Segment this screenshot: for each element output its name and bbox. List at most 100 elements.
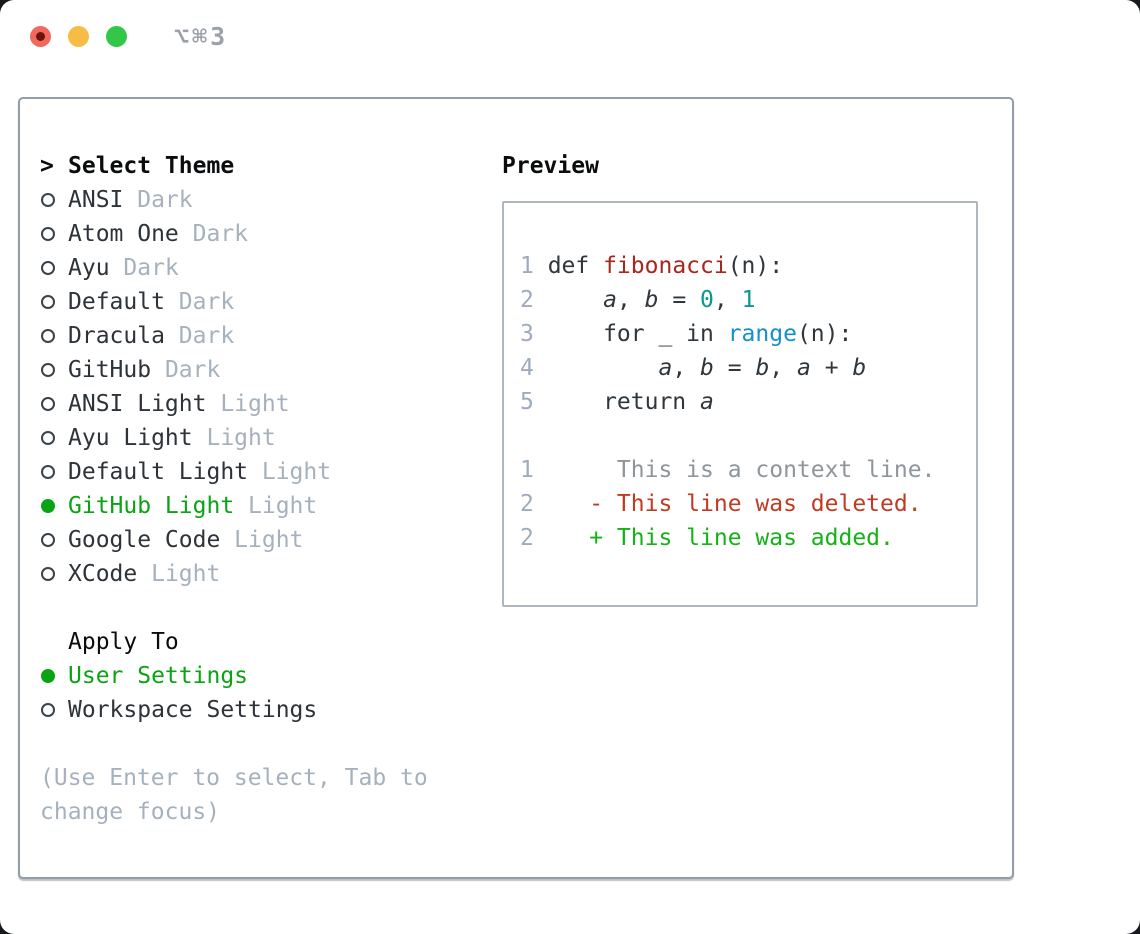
radio-icon — [41, 431, 55, 445]
theme-option[interactable]: Ayu Light Light — [40, 421, 502, 455]
preview-line: 1 This is a context line. — [520, 453, 976, 487]
apply-option[interactable]: Workspace Settings — [40, 693, 502, 727]
line-number: 2 — [520, 287, 534, 313]
option-label: Dracula — [68, 323, 165, 349]
radio-icon — [41, 465, 55, 479]
radio-icon — [41, 329, 55, 343]
preview-line: 4 a, b = b, a + b — [520, 351, 976, 385]
radio-icon — [41, 567, 55, 581]
window-shortcut-label: ⌥⌘3 — [174, 21, 229, 51]
zoom-button[interactable] — [106, 25, 127, 47]
option-variant-label: Light — [151, 561, 221, 587]
preview-line: 2 + This line was added. — [520, 521, 976, 555]
help-text: (Use Enter to select, Tab to change focu… — [40, 765, 428, 825]
close-button[interactable] — [30, 25, 51, 47]
line-content: a, b = b, a + b — [658, 355, 867, 381]
apply-option[interactable]: User Settings — [40, 659, 502, 693]
close-dot-icon — [36, 31, 45, 41]
prompt-icon: > — [40, 153, 54, 179]
apply-to-header: Apply To — [40, 625, 502, 659]
option-label: Google Code — [68, 527, 221, 553]
option-label: Atom One — [68, 221, 179, 247]
preview-title: Preview — [502, 153, 599, 179]
radio-icon — [41, 261, 55, 275]
radio-icon — [41, 227, 55, 241]
option-label: Ayu Light — [68, 425, 193, 451]
radio-icon — [41, 363, 55, 377]
line-content: return a — [547, 389, 714, 415]
theme-option[interactable]: GitHub Light Light — [40, 489, 502, 523]
line-number: 1 — [520, 457, 534, 483]
minimize-button[interactable] — [68, 25, 89, 47]
radio-icon — [41, 703, 55, 717]
preview-line: 3 for _ in range(n): — [520, 317, 976, 351]
line-content: + This line was added. — [547, 525, 894, 551]
line-number: 3 — [520, 321, 534, 347]
option-label: Ayu — [68, 255, 110, 281]
theme-option[interactable]: Default Dark — [40, 285, 502, 319]
line-content: def fibonacci(n): — [547, 253, 784, 279]
option-variant-label: Light — [220, 391, 290, 417]
option-label: ANSI Light — [68, 391, 207, 417]
line-content: for _ in range(n): — [547, 321, 853, 347]
option-label: XCode — [68, 561, 138, 587]
line-number: 4 — [520, 355, 534, 381]
theme-option[interactable]: Default Light Light — [40, 455, 502, 489]
line-content: This is a context line. — [547, 457, 936, 483]
line-number: 1 — [520, 253, 534, 279]
preview-line — [520, 419, 976, 453]
radio-icon — [41, 193, 55, 207]
option-variant-label: Light — [234, 527, 304, 553]
option-variant-label: Dark — [164, 357, 221, 383]
theme-option[interactable]: XCode Light — [40, 557, 502, 591]
option-variant-label: Light — [261, 459, 332, 485]
radio-icon — [41, 397, 55, 411]
option-label: Workspace Settings — [68, 697, 318, 723]
preview-line: 1 def fibonacci(n): — [520, 249, 976, 283]
option-label: GitHub — [68, 357, 152, 383]
line-number: 2 — [520, 491, 534, 517]
theme-option[interactable]: Ayu Dark — [40, 251, 502, 285]
theme-option[interactable]: GitHub Dark — [40, 353, 502, 387]
line-number: 2 — [520, 525, 534, 551]
theme-option[interactable]: Atom One Dark — [40, 217, 502, 251]
list-title: Select Theme — [68, 153, 235, 179]
radio-selected-icon — [41, 499, 55, 513]
line-content: a, b = 0, 1 — [603, 287, 756, 313]
apply-to-title: Apply To — [68, 629, 179, 655]
option-label: ANSI — [68, 187, 124, 213]
option-label: Default — [68, 289, 165, 315]
theme-option[interactable]: Google Code Light — [40, 523, 502, 557]
option-variant-label: Light — [206, 425, 276, 451]
option-variant-label: Light — [248, 493, 318, 519]
preview-line: 5 return a — [520, 385, 976, 419]
option-variant-label: Dark — [137, 187, 193, 213]
line-number: 5 — [520, 389, 534, 415]
theme-option[interactable]: ANSI Light Light — [40, 387, 502, 421]
theme-option[interactable]: Dracula Dark — [40, 319, 502, 353]
radio-selected-icon — [41, 669, 55, 683]
option-variant-label: Dark — [178, 289, 235, 315]
option-variant-label: Dark — [123, 255, 179, 281]
radio-icon — [41, 533, 55, 547]
select-theme-header: > Select Theme — [40, 149, 502, 183]
option-variant-label: Dark — [178, 323, 235, 349]
preview-header: Preview — [502, 149, 1012, 183]
option-label: Default Light — [68, 459, 249, 485]
option-label: User Settings — [68, 663, 249, 689]
theme-option[interactable]: ANSI Dark — [40, 183, 502, 217]
preview-line: 2 - This line was deleted. — [520, 487, 976, 521]
option-variant-label: Dark — [192, 221, 249, 247]
preview-line: 2 a, b = 0, 1 — [520, 283, 976, 317]
titlebar: ⌥⌘3 — [0, 0, 1140, 72]
spacer — [40, 591, 502, 625]
radio-icon — [41, 295, 55, 309]
option-label: GitHub Light — [68, 493, 235, 519]
